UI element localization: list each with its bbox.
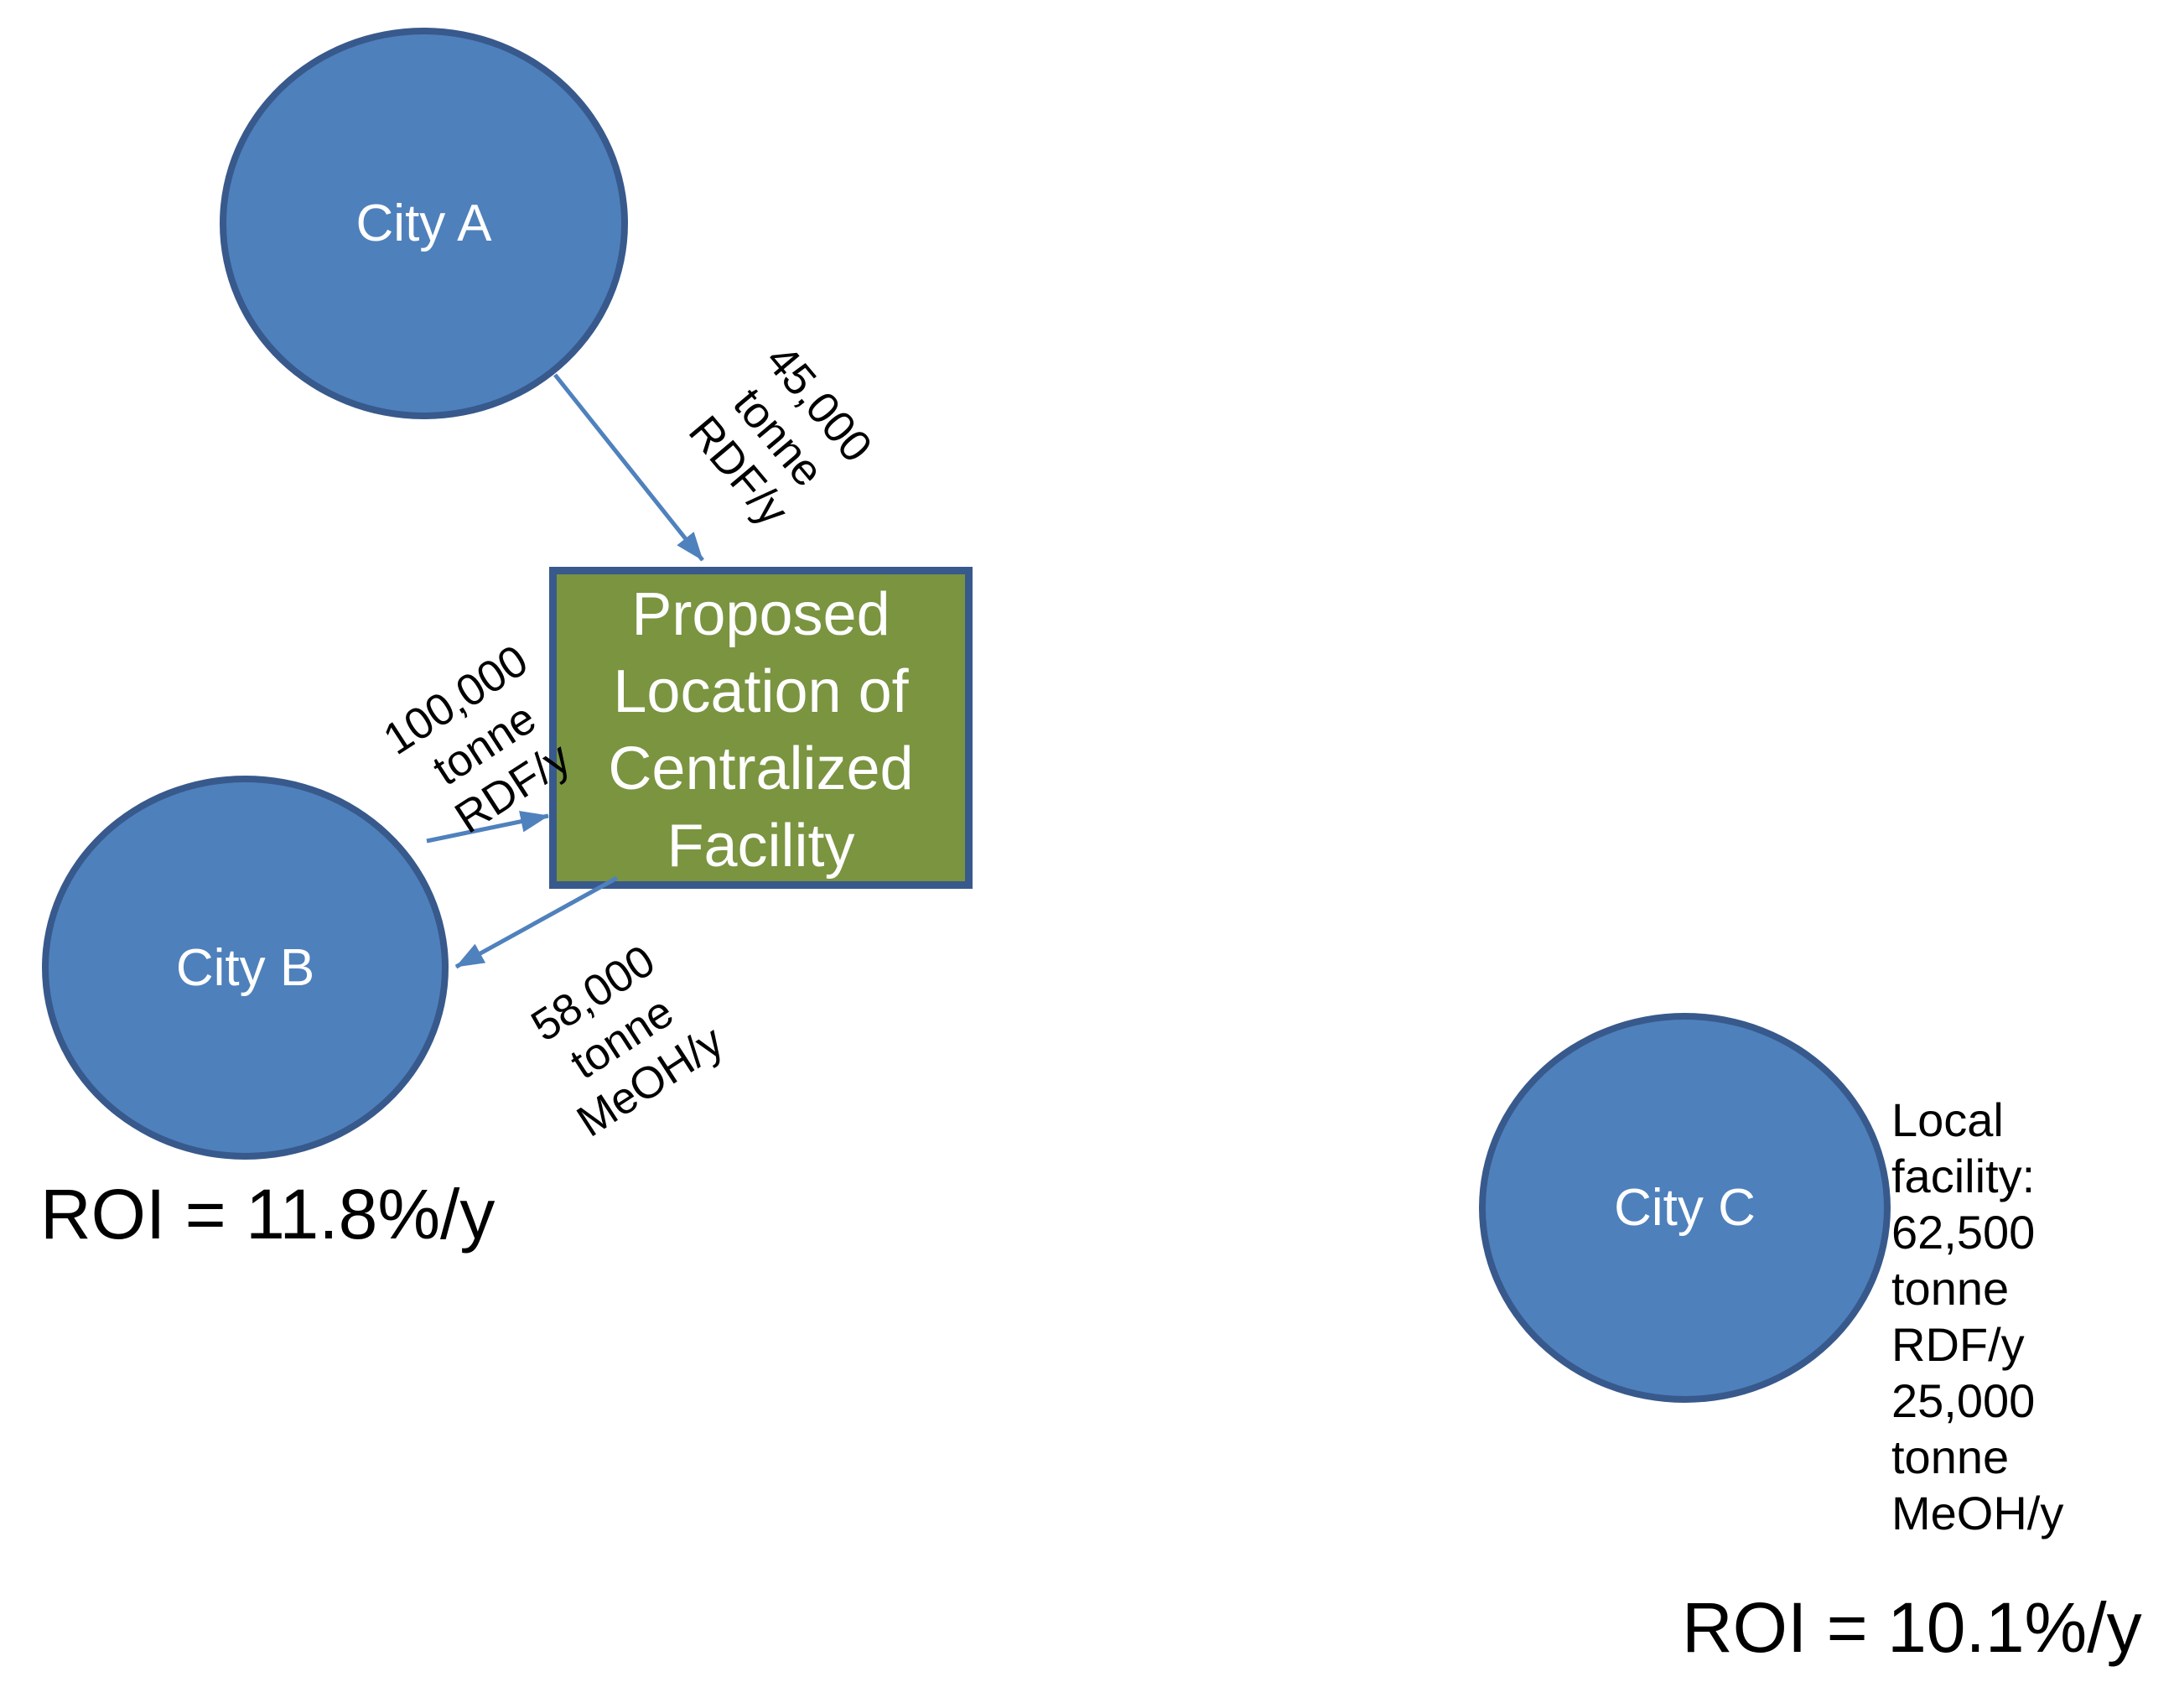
- city-c-label: City C: [1614, 1179, 1756, 1237]
- flow-label-facility-to-b: 58,000 tonne MeOH/y: [511, 927, 733, 1148]
- facility-label-line: Proposed: [631, 581, 890, 648]
- facility-label-line: Centralized: [608, 735, 914, 802]
- flow-label-a-to-facility: 45,000 tonne RDF/y: [674, 335, 882, 541]
- flow-arrow-facility-to-city-b: [454, 875, 619, 969]
- note-line: 62,500: [1891, 1206, 2036, 1259]
- note-line: RDF/y: [1891, 1318, 2025, 1371]
- city-b-node: City B: [42, 776, 449, 1160]
- city-b-label: City B: [175, 938, 315, 997]
- facility-label-line: Location of: [613, 658, 909, 725]
- note-line: tonne: [1891, 1430, 2010, 1483]
- city-c-local-facility-note: Local facility: 62,500 tonne RDF/y 25,00…: [1891, 1092, 2063, 1541]
- facility-label-line: Facility: [667, 812, 855, 880]
- city-a-node: City A: [220, 28, 628, 419]
- note-line: MeOH/y: [1891, 1487, 2064, 1539]
- note-line: tonne: [1891, 1262, 2010, 1315]
- note-line: 25,000: [1891, 1374, 2036, 1427]
- city-a-label: City A: [355, 195, 492, 252]
- facility-node: Proposed Location of Centralized Facilit…: [549, 567, 973, 889]
- city-c-node: City C: [1479, 1013, 1891, 1403]
- flow-arrow-city-a-to-facility: [553, 373, 704, 562]
- roi-city-c-text: ROI = 10.1%/y: [1682, 1588, 2142, 1667]
- roi-city-b-text: ROI = 11.8%/y: [40, 1175, 496, 1254]
- note-line: Local: [1891, 1093, 2004, 1146]
- note-line: facility:: [1891, 1150, 2036, 1202]
